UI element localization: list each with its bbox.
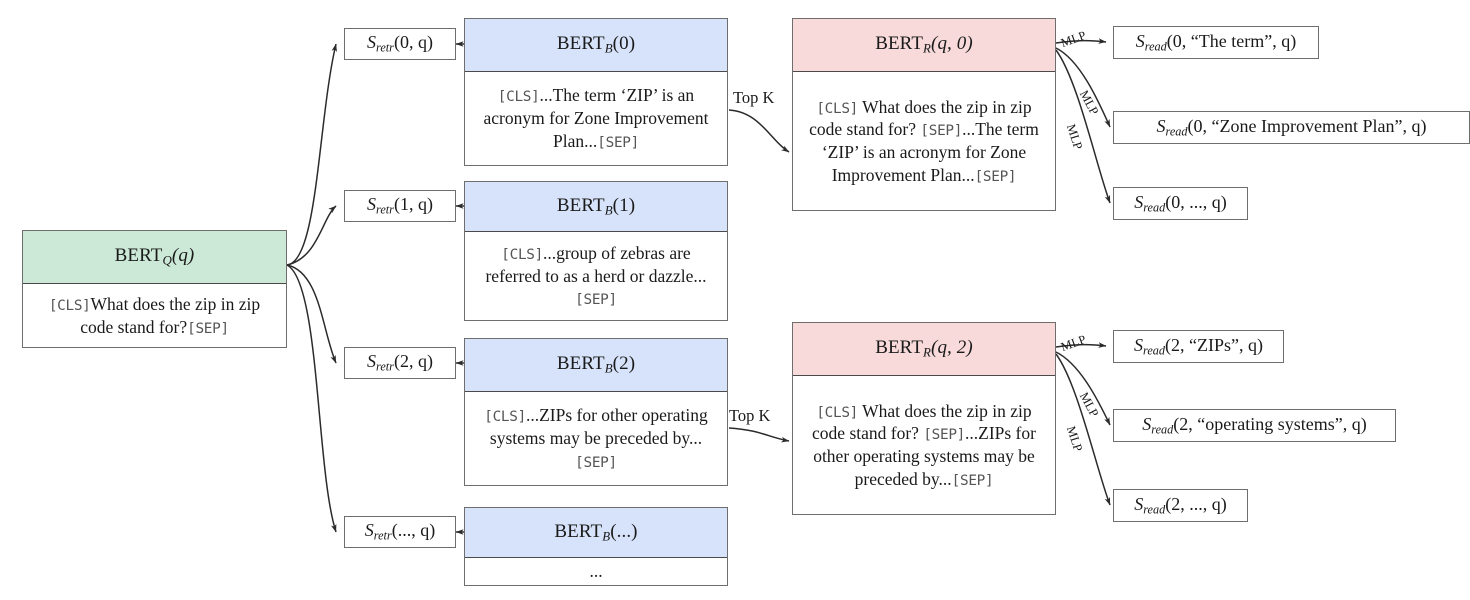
node-bert-r-0-body: [CLS] What does the zip in zip code stan… bbox=[793, 72, 1055, 210]
mlp-label-1-0: MLP bbox=[1058, 332, 1088, 355]
chip-s-read-5[interactable]: Sread(2, ..., q) bbox=[1113, 489, 1248, 522]
bert-r-1-text: [CLS] What does the zip in zip code stan… bbox=[812, 400, 1036, 489]
topk-label-0: Top K bbox=[733, 88, 775, 107]
chip-s-retr-2-label: Sretr(2, q) bbox=[367, 351, 433, 374]
bert-b-2-text: [CLS]...ZIPs for other operating systems… bbox=[484, 405, 708, 471]
chip-s-retr-2[interactable]: Sretr(2, q) bbox=[344, 347, 456, 379]
chip-s-read-3-label: Sread(2, “ZIPs”, q) bbox=[1134, 334, 1263, 358]
bert-q-text: [CLS]What does the zip in zip code stand… bbox=[48, 293, 261, 337]
edge-topk-1 bbox=[728, 427, 790, 443]
edge-query-to-retr-3 bbox=[286, 264, 337, 533]
edge-topk-0 bbox=[728, 109, 790, 153]
node-bert-r-1-header: BERTR(q, 2) bbox=[793, 323, 1055, 376]
edge-query-to-retr-0 bbox=[286, 43, 337, 266]
mlp-label-1-1: MLP bbox=[1076, 389, 1102, 420]
chip-s-retr-1-label: Sretr(1, q) bbox=[367, 194, 433, 217]
chip-s-read-3[interactable]: Sread(2, “ZIPs”, q) bbox=[1113, 330, 1284, 363]
chip-s-read-4-label: Sread(2, “operating systems”, q) bbox=[1142, 413, 1367, 437]
node-bert-b-3-header: BERTB(...) bbox=[465, 508, 727, 558]
node-bert-r-0[interactable]: BERTR(q, 0) [CLS] What does the zip in z… bbox=[792, 18, 1056, 211]
node-bert-r-0-header: BERTR(q, 0) bbox=[793, 19, 1055, 72]
mlp-label-0-1: MLP bbox=[1076, 87, 1102, 118]
chip-s-read-2-label: Sread(0, ..., q) bbox=[1134, 191, 1227, 215]
node-bert-b-3-body: ... bbox=[465, 558, 727, 585]
chip-s-read-0-label: Sread(0, “The term”, q) bbox=[1135, 30, 1297, 54]
node-bert-b-0-header: BERTB(0) bbox=[465, 19, 727, 72]
chip-s-retr-3[interactable]: Sretr(..., q) bbox=[344, 516, 456, 548]
chip-s-read-1[interactable]: Sread(0, “Zone Improvement Plan”, q) bbox=[1113, 111, 1470, 144]
chip-s-retr-3-label: Sretr(..., q) bbox=[364, 520, 436, 543]
node-bert-r-1[interactable]: BERTR(q, 2) [CLS] What does the zip in z… bbox=[792, 322, 1056, 515]
chip-s-read-1-label: Sread(0, “Zone Improvement Plan”, q) bbox=[1156, 115, 1427, 139]
node-bert-b-2-body: [CLS]...ZIPs for other operating systems… bbox=[465, 392, 727, 485]
node-bert-b-0[interactable]: BERTB(0) [CLS]...The term ‘ZIP’ is an ac… bbox=[464, 18, 728, 166]
node-bert-b-3[interactable]: BERTB(...) ... bbox=[464, 507, 728, 586]
bert-q-title: BERTQ(q) bbox=[114, 245, 195, 268]
chip-s-retr-1[interactable]: Sretr(1, q) bbox=[344, 190, 456, 222]
node-bert-q[interactable]: BERTQ(q) [CLS]What does the zip in zip c… bbox=[22, 230, 287, 348]
chip-s-retr-0[interactable]: Sretr(0, q) bbox=[344, 28, 456, 60]
node-bert-b-0-body: [CLS]...The term ‘ZIP’ is an acronym for… bbox=[465, 72, 727, 165]
bert-r-0-text: [CLS] What does the zip in zip code stan… bbox=[809, 96, 1039, 185]
node-bert-b-1[interactable]: BERTB(1) [CLS]...group of zebras are ref… bbox=[464, 181, 728, 321]
bert-b-1-text: [CLS]...group of zebras are referred to … bbox=[485, 242, 707, 309]
node-bert-b-2[interactable]: BERTB(2) [CLS]...ZIPs for other operatin… bbox=[464, 338, 728, 486]
bert-r-1-title: BERTR(q, 2) bbox=[875, 337, 973, 360]
topk-label-1: Top K bbox=[729, 406, 771, 425]
mlp-label-1-2: MLP bbox=[1063, 424, 1086, 454]
bert-b-3-text: ... bbox=[589, 561, 603, 582]
chip-s-retr-0-label: Sretr(0, q) bbox=[367, 32, 433, 55]
chip-s-read-5-label: Sread(2, ..., q) bbox=[1134, 493, 1227, 517]
mlp-label-0-2: MLP bbox=[1063, 122, 1086, 152]
chip-s-read-0[interactable]: Sread(0, “The term”, q) bbox=[1113, 26, 1319, 59]
node-bert-r-1-body: [CLS] What does the zip in zip code stan… bbox=[793, 376, 1055, 514]
bert-b-0-title: BERTB(0) bbox=[556, 33, 636, 56]
bert-b-3-title: BERTB(...) bbox=[554, 520, 638, 544]
node-bert-b-2-header: BERTB(2) bbox=[465, 339, 727, 392]
bert-b-0-text: [CLS]...The term ‘ZIP’ is an acronym for… bbox=[483, 85, 709, 151]
chip-s-read-2[interactable]: Sread(0, ..., q) bbox=[1113, 187, 1248, 220]
bert-r-0-title: BERTR(q, 0) bbox=[875, 33, 973, 56]
mlp-label-0-0: MLP bbox=[1058, 28, 1088, 51]
edge-query-to-retr-2 bbox=[286, 264, 337, 364]
node-bert-q-header: BERTQ(q) bbox=[23, 231, 286, 284]
edge-query-to-retr-1 bbox=[286, 205, 337, 266]
node-bert-b-1-header: BERTB(1) bbox=[465, 182, 727, 232]
chip-s-read-4[interactable]: Sread(2, “operating systems”, q) bbox=[1113, 409, 1396, 442]
bert-b-1-title: BERTB(1) bbox=[556, 194, 636, 218]
bert-b-2-title: BERTB(2) bbox=[556, 353, 636, 376]
node-bert-b-1-body: [CLS]...group of zebras are referred to … bbox=[465, 232, 727, 320]
edge-read0-mlp-1 bbox=[1055, 47, 1111, 128]
edge-read1-mlp-1 bbox=[1055, 351, 1111, 426]
node-bert-q-body: [CLS]What does the zip in zip code stand… bbox=[23, 284, 286, 347]
